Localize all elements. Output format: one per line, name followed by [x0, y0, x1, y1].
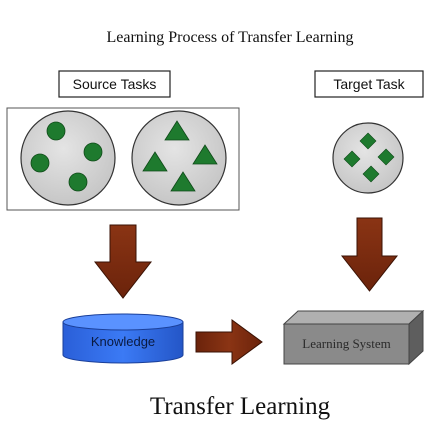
diagram-caption: Transfer Learning	[150, 393, 331, 420]
source-task-circles-icon	[20, 110, 116, 206]
target-task-diamonds-icon	[332, 122, 404, 194]
knowledge-cylinder-icon: Knowledge	[62, 313, 184, 364]
target-task-label-box: Target Task	[314, 70, 424, 98]
diagram-title: Learning Process of Transfer Learning	[106, 29, 353, 46]
target-task-label: Target Task	[333, 76, 405, 92]
target-to-system-arrow	[340, 217, 399, 292]
source-to-knowledge-arrow	[93, 224, 153, 299]
learning-system-label: Learning System	[302, 336, 390, 351]
source-tasks-label-box: Source Tasks	[58, 70, 171, 98]
source-task-triangles-icon	[131, 110, 227, 206]
learning-system-box-icon: Learning System	[282, 309, 425, 366]
knowledge-label: Knowledge	[91, 334, 155, 349]
knowledge-to-system-arrow	[195, 319, 263, 365]
source-tasks-label: Source Tasks	[73, 76, 157, 92]
